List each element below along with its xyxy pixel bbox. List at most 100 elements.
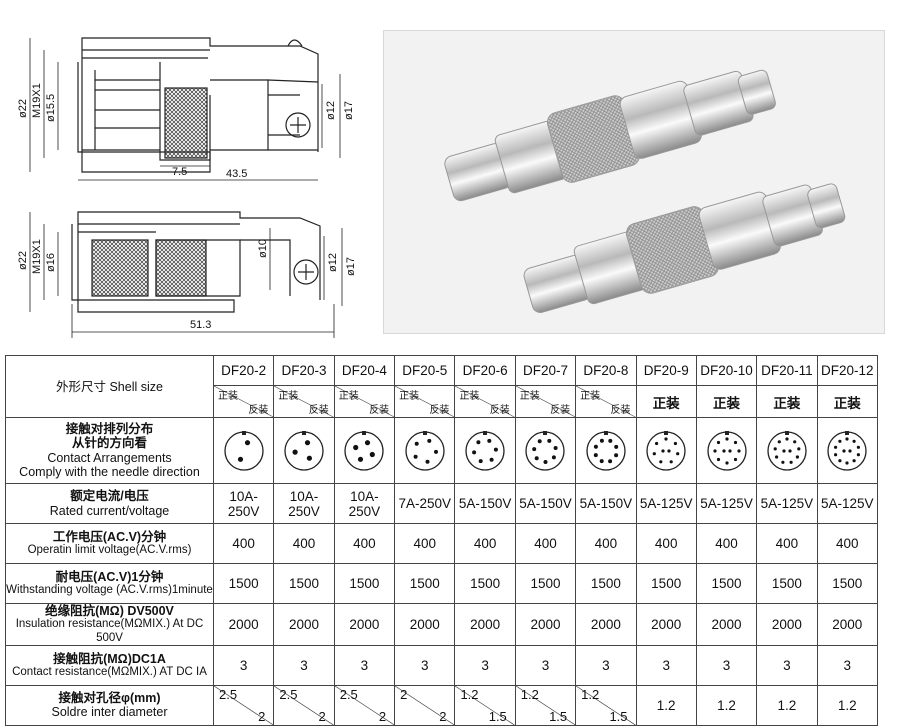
insulation-value: 2000 [756, 603, 818, 646]
withstand-value: 1500 [212, 563, 275, 604]
dim-len-short-1: 7.5 [172, 166, 187, 178]
model-cell: DF20-10 [695, 355, 758, 386]
insulation-value: 2000 [514, 603, 577, 646]
pin-layout-5 [405, 430, 445, 471]
insulation-value: 2000 [394, 603, 456, 646]
model-cell: DF20-3 [273, 355, 335, 386]
mount-split-cell: 正装反装 [575, 385, 637, 418]
dim-d-outer-1: ø22 [17, 99, 29, 118]
contact-resistance-value: 3 [394, 644, 456, 686]
operating-value: 400 [273, 523, 335, 564]
model-cell: DF20-9 [635, 355, 697, 386]
spec-table: 外形尺寸 Shell size DF20-2 DF20-3 DF20-4 DF2… [5, 355, 878, 726]
contact-arrangement-label: 接触对排列分布 从针的方向看 Contact Arrangements Comp… [5, 417, 214, 484]
solder-label: 接触对孔径φ(mm)Soldre inter diameter [5, 684, 214, 726]
rated-value: 10A-250V [333, 483, 396, 524]
solder-value: 1.2 [695, 684, 758, 726]
dim-thread-2: M19X1 [31, 239, 43, 274]
pin-diagram-cell [695, 417, 758, 484]
mount-split-cell: 正装反装 [394, 385, 456, 418]
rated-value: 10A-250V [273, 483, 335, 524]
pin-diagram-cell [454, 417, 516, 484]
withstand-value: 1500 [333, 563, 396, 604]
pin-diagram-cell [635, 417, 697, 484]
mount-split-cell: 正装反装 [273, 385, 335, 418]
operating-value: 400 [695, 523, 758, 564]
pin-diagram-cell [273, 417, 335, 484]
operating-value: 400 [212, 523, 275, 564]
withstand-value: 1500 [454, 563, 516, 604]
pin-layout-2 [224, 430, 264, 471]
contact-resistance-value: 3 [273, 644, 335, 686]
pin-layout-6 [465, 430, 505, 471]
contact-resistance-value: 3 [454, 644, 516, 686]
pin-layout-4 [344, 430, 385, 471]
dim-len-total-2: 51.3 [190, 319, 211, 331]
withstand-value: 1500 [514, 563, 577, 604]
model-cell: DF20-4 [333, 355, 396, 386]
contact-resistance-value: 3 [514, 644, 577, 686]
pin-diagram-cell [212, 417, 275, 484]
withstand-value: 1500 [273, 563, 335, 604]
technical-drawings: ø22 M19X1 ø15.5 ø12 ø17 7.5 43.5 ø22 M19… [17, 37, 357, 338]
mount-forward-cell: 正装 [635, 385, 697, 418]
mount-split-cell: 正装反装 [514, 385, 577, 418]
insulation-value: 2000 [695, 603, 758, 646]
contact-resistance-value: 3 [575, 644, 637, 686]
rated-value: 5A-125V [635, 483, 697, 524]
contact-arrangement-row: 接触对排列分布 从针的方向看 Contact Arrangements Comp… [5, 417, 878, 484]
rated-value: 5A-125V [816, 483, 878, 524]
dim-d-tail1-1: ø12 [325, 101, 337, 120]
rated-value: 10A-250V [212, 483, 275, 524]
dim-d-body-2: ø16 [45, 253, 57, 272]
operating-value: 400 [575, 523, 637, 564]
mount-split-cell: 正装反装 [454, 385, 516, 418]
solder-value: 1.2 [635, 684, 697, 726]
contact-resistance-value: 3 [333, 644, 396, 686]
dim-d-inner-2: ø10 [257, 239, 269, 258]
insulation-value: 2000 [575, 603, 637, 646]
drawing-area: ø22 M19X1 ø15.5 ø12 ø17 7.5 43.5 ø22 M19… [0, 0, 900, 350]
model-cell: DF20-11 [756, 355, 818, 386]
insulation-value: 2000 [635, 603, 697, 646]
dim-thread-1: M19X1 [31, 83, 43, 118]
pin-layout-7 [525, 430, 566, 471]
contact-resistance-value: 3 [212, 644, 275, 686]
rated-value: 5A-125V [756, 483, 818, 524]
solder-value: 1.2 [756, 684, 818, 726]
pin-diagram-cell [756, 417, 818, 484]
model-cell: DF20-2 [212, 355, 275, 386]
mount-row: 正装反装 正装反装 正装反装 正装反装 正装反装 正装反装 正装反装 正装 正装… [6, 385, 878, 418]
model-cell: DF20-7 [514, 355, 577, 386]
operating-value: 400 [454, 523, 516, 564]
mount-split-cell: 正装反装 [333, 385, 396, 418]
dim-d-tail2-1: ø17 [343, 101, 355, 120]
rated-value: 5A-125V [695, 483, 758, 524]
withstand-value: 1500 [394, 563, 456, 604]
dim-len-total-1: 43.5 [226, 168, 247, 180]
pin-layout-10 [706, 430, 747, 471]
operating-value: 400 [333, 523, 396, 564]
dim-d-tail1-2: ø12 [327, 253, 339, 272]
rated-value: 5A-150V [575, 483, 637, 524]
operating-value: 400 [635, 523, 697, 564]
shell-size-label: 外形尺寸 Shell size [5, 355, 214, 418]
pin-diagram-cell [575, 417, 637, 484]
solder-value: 1.2 [816, 684, 878, 726]
model-cell: DF20-5 [394, 355, 456, 386]
operating-value: 400 [514, 523, 577, 564]
dim-d-tail2-2: ø17 [345, 257, 357, 276]
withstand-value: 1500 [816, 563, 878, 604]
